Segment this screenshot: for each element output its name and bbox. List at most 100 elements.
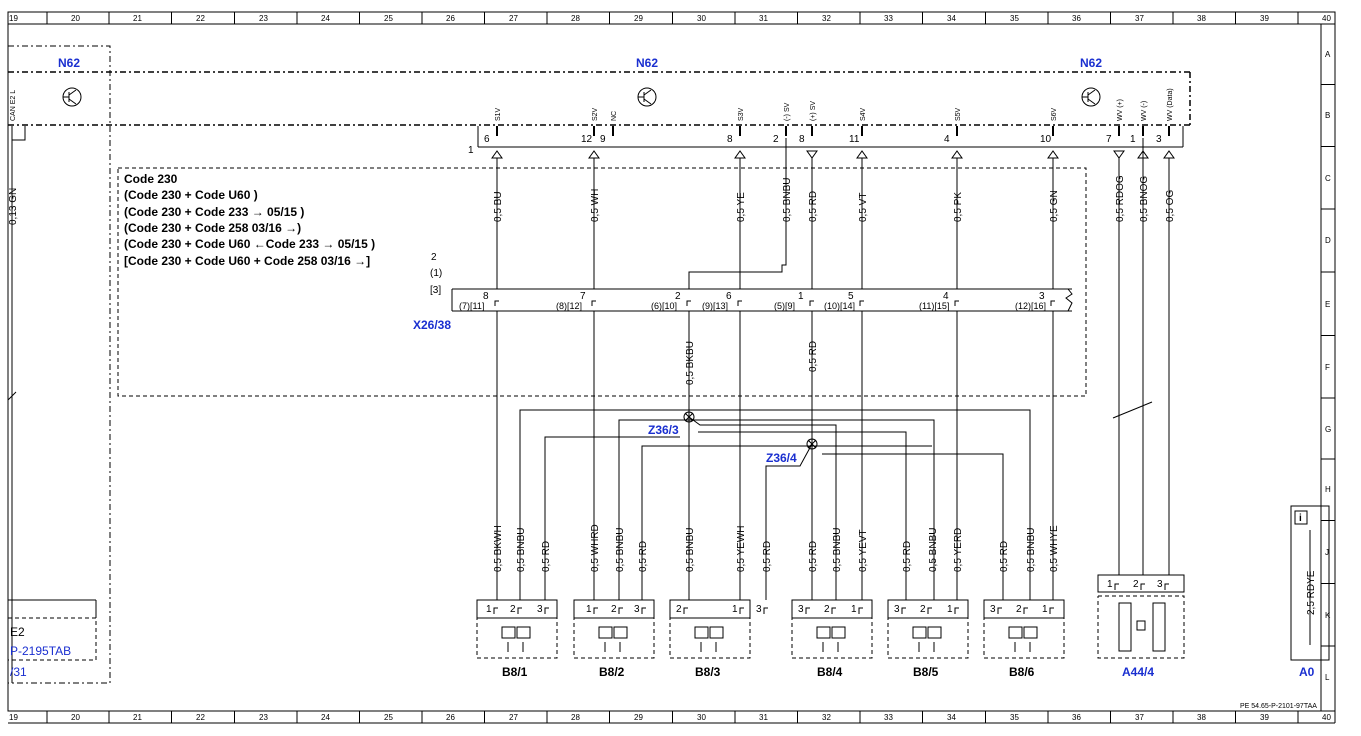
x26-pin-bottom: (11)[15]: [919, 301, 949, 311]
code-line-6: [Code 230 + Code U60 + Code 258 03/16 →]: [124, 254, 370, 268]
a0-wire-label: 2,5 RDYE: [1306, 570, 1317, 615]
column-label: 24: [321, 14, 330, 23]
column-label: 19: [9, 14, 18, 23]
splice-z36-4: Z36/4: [766, 451, 797, 465]
wire-label: 0,5 BNOG: [1139, 176, 1150, 222]
column-label: 28: [571, 713, 580, 722]
column-label: 28: [571, 14, 580, 23]
column-label: 37: [1135, 713, 1144, 722]
column-label: 21: [133, 713, 142, 722]
transistor-icon: [62, 87, 82, 107]
wire-label: 0,5 VT: [858, 193, 869, 222]
wire-label: 0,5 RD: [808, 541, 819, 572]
code-line-2: (Code 230 + Code U60 ): [124, 188, 258, 202]
left-e2-label: E2: [10, 625, 25, 639]
pin-number: 6: [484, 134, 490, 145]
column-label: 20: [71, 14, 80, 23]
row-label: C: [1325, 174, 1331, 183]
row-label: B: [1325, 111, 1330, 120]
footer-ref: PE 54.65-P-2101-97TAA: [1240, 703, 1317, 710]
sensor-pin: 1: [1042, 604, 1048, 615]
pin-signal: S4V: [860, 107, 867, 121]
frame: [7, 11, 1336, 724]
wire-label: 0,5 OG: [1165, 190, 1176, 222]
sensor-pin: 3: [634, 604, 640, 615]
column-label: 29: [634, 14, 643, 23]
x26-pin-bottom: (12)[16]: [1015, 301, 1046, 311]
column-label: 25: [384, 713, 393, 722]
column-label: 34: [947, 14, 956, 23]
x26-pin-top: 7: [580, 291, 586, 302]
sensor-label: B8/3: [695, 665, 721, 679]
x26-pin-top: 6: [726, 291, 732, 302]
code-line-3: (Code 230 + Code 233 → 05/15 ): [124, 205, 304, 219]
row-label: F: [1325, 363, 1330, 372]
module-label-left: N62: [58, 56, 80, 70]
wire-label: 0,5 BNBU: [516, 528, 527, 572]
column-label: 38: [1197, 713, 1206, 722]
code-pin-3: [3]: [430, 285, 441, 296]
pin-signal: S5V: [955, 107, 962, 121]
wire-label: 0,5 BNBU: [782, 178, 793, 222]
x26-pin-bottom: (8)[12]: [556, 301, 582, 311]
code-line-1: Code 230: [124, 172, 178, 186]
pin-signal: (-) SV: [784, 102, 791, 121]
wire-label: 0,5 WHRD: [590, 524, 601, 572]
sensor-label: B8/5: [913, 665, 939, 679]
a44-pin: 2: [1133, 579, 1139, 590]
pin-number: 9: [600, 134, 606, 145]
pin-signal: (+) SV: [810, 101, 817, 121]
wire-label: 0,5 BU: [493, 191, 504, 222]
column-label: 26: [446, 713, 455, 722]
component-a44-4: A44/4: [1097, 574, 1185, 679]
pin-number: 8: [799, 134, 805, 145]
column-label: 31: [759, 713, 768, 722]
column-label: 22: [196, 14, 205, 23]
column-label: 36: [1072, 713, 1081, 722]
wire-label: 0,5 BNBU: [1026, 528, 1037, 572]
sensor-pin: 2: [611, 604, 617, 615]
wire-label: 0,5 YEVT: [858, 529, 869, 572]
code-line-4: (Code 230 + Code 258 03/16 →): [124, 221, 301, 235]
left-wire-label: 0,13 GN: [8, 188, 19, 225]
column-label: 37: [1135, 14, 1144, 23]
column-label: 40: [1322, 713, 1331, 722]
code-pin-1: (1): [430, 268, 442, 279]
wire-label: 0,5 WH: [590, 189, 601, 222]
x26-pin: 5(10)[14]: [824, 291, 864, 311]
column-label: 26: [446, 14, 455, 23]
x26-pin: 2(6)[10]: [651, 291, 691, 311]
column-label: 32: [822, 14, 831, 23]
connector-x26-38: X26/38: [413, 288, 1073, 332]
column-label: 19: [9, 713, 18, 722]
column-label: 27: [509, 713, 518, 722]
module-pin: NC9: [600, 111, 618, 145]
code-line-5: (Code 230 + Code U60 ←Code 233 → 05/15 ): [124, 237, 375, 251]
column-label: 34: [947, 713, 956, 722]
a44-pin: 1: [1107, 579, 1113, 590]
wires: [7, 138, 1170, 600]
left-module: N62 N62 N62 CAN E2 L 0,13 GN E2 P-2195TA…: [8, 45, 1191, 684]
column-label: 22: [196, 713, 205, 722]
wire-label: 0,5 RDOG: [1115, 175, 1126, 222]
column-label: 32: [822, 713, 831, 722]
wire-label: 0,5 GN: [1049, 190, 1060, 222]
row-label: H: [1325, 485, 1331, 494]
sensor-pin: 3: [756, 604, 762, 615]
sensor-pin: 1: [486, 604, 492, 615]
row-label: D: [1325, 236, 1331, 245]
sensor-pin: 2: [920, 604, 926, 615]
module-label-center: N62: [636, 56, 658, 70]
column-label: 40: [1322, 14, 1331, 23]
x26-pin-top: 8: [483, 291, 489, 302]
x26-pin-bottom: (6)[10]: [651, 301, 677, 311]
sensor-label: B8/2: [599, 665, 625, 679]
info-icon: i: [1299, 513, 1302, 524]
sensor-pin: 3: [798, 604, 804, 615]
